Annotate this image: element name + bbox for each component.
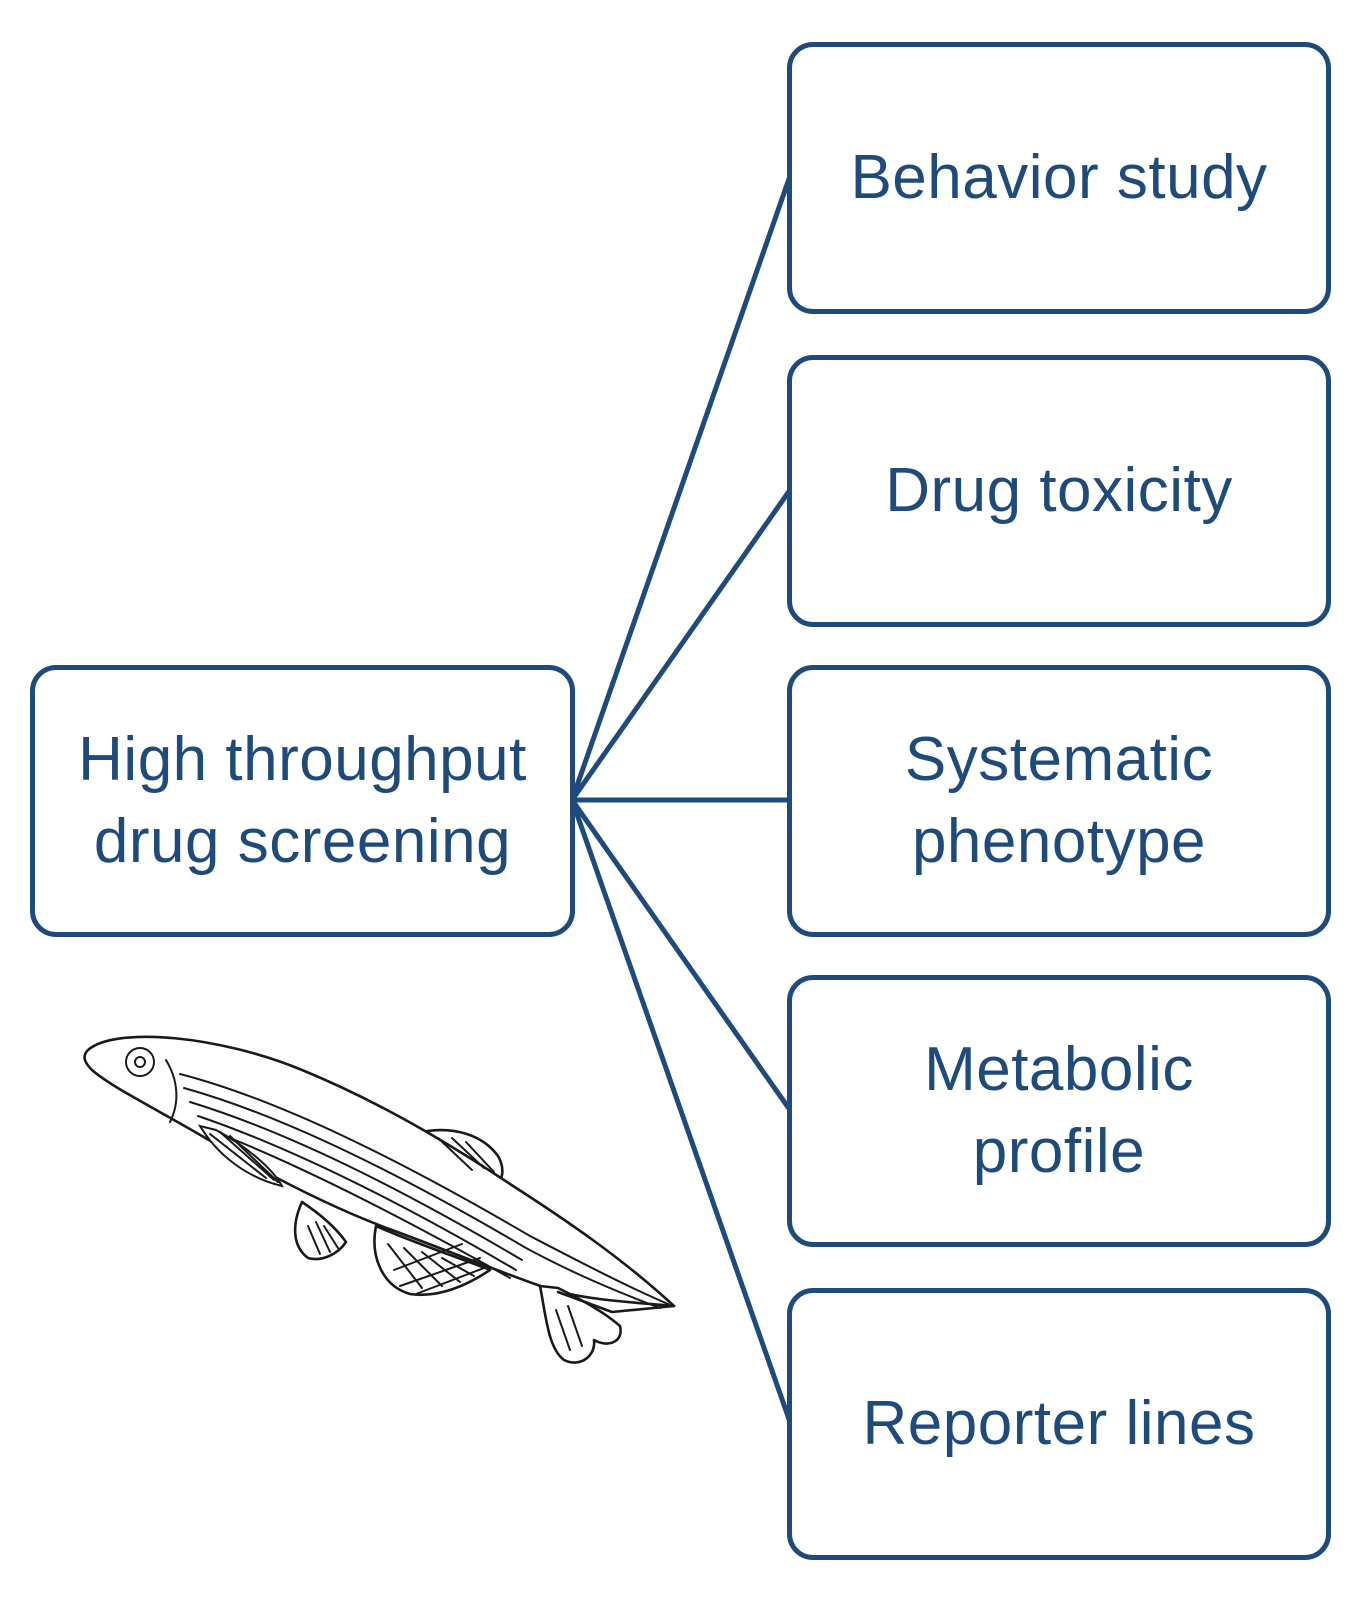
tail-fin	[538, 1284, 622, 1364]
hub-label-line-1: High throughput	[78, 725, 527, 795]
outcome-node-behavior-study: Behavior study	[787, 42, 1331, 314]
body-stripe	[183, 1087, 661, 1309]
body-stripe	[209, 1129, 511, 1279]
outcome-label-line-1: Systematic	[904, 725, 1214, 795]
connector-drug-toxicity	[569, 487, 793, 803]
body-stripe	[179, 1073, 669, 1305]
fish-eye	[125, 1047, 155, 1077]
outcome-label-line-1: Reporter lines	[862, 1389, 1256, 1459]
outcome-label: Drug toxicity	[885, 450, 1233, 532]
outcome-label: Behavior study	[850, 137, 1267, 219]
outcome-label-line-2: phenotype	[911, 807, 1207, 876]
body-stripe	[197, 1115, 517, 1271]
connector-metabolic-profile	[569, 797, 793, 1113]
outcome-label-line-1: Drug toxicity	[885, 456, 1233, 526]
zebrafish-icon	[83, 1035, 676, 1364]
hub-node-high-throughput-drug-screening: High throughput drug screening	[30, 665, 575, 937]
body-stripe	[189, 1101, 523, 1261]
outcome-label: Metabolic profile	[924, 1029, 1194, 1193]
outcome-label-line-2: profile	[972, 1117, 1146, 1186]
outcome-label: Systematic phenotype	[905, 719, 1213, 883]
connector-behavior-study	[569, 173, 793, 803]
outcome-label-line-1: Metabolic	[924, 1035, 1194, 1105]
outcome-node-drug-toxicity: Drug toxicity	[787, 355, 1331, 627]
outcome-node-systematic-phenotype: Systematic phenotype	[787, 665, 1331, 937]
outcome-label: Reporter lines	[863, 1383, 1256, 1465]
outcome-node-reporter-lines: Reporter lines	[787, 1288, 1331, 1560]
outcome-node-metabolic-profile: Metabolic profile	[787, 975, 1331, 1247]
connector-reporter-lines	[569, 797, 793, 1425]
hub-label-line-2: drug screening	[93, 807, 512, 876]
hub-node-label: High throughput drug screening	[78, 719, 527, 883]
outcome-label-line-1: Behavior study	[850, 143, 1268, 213]
